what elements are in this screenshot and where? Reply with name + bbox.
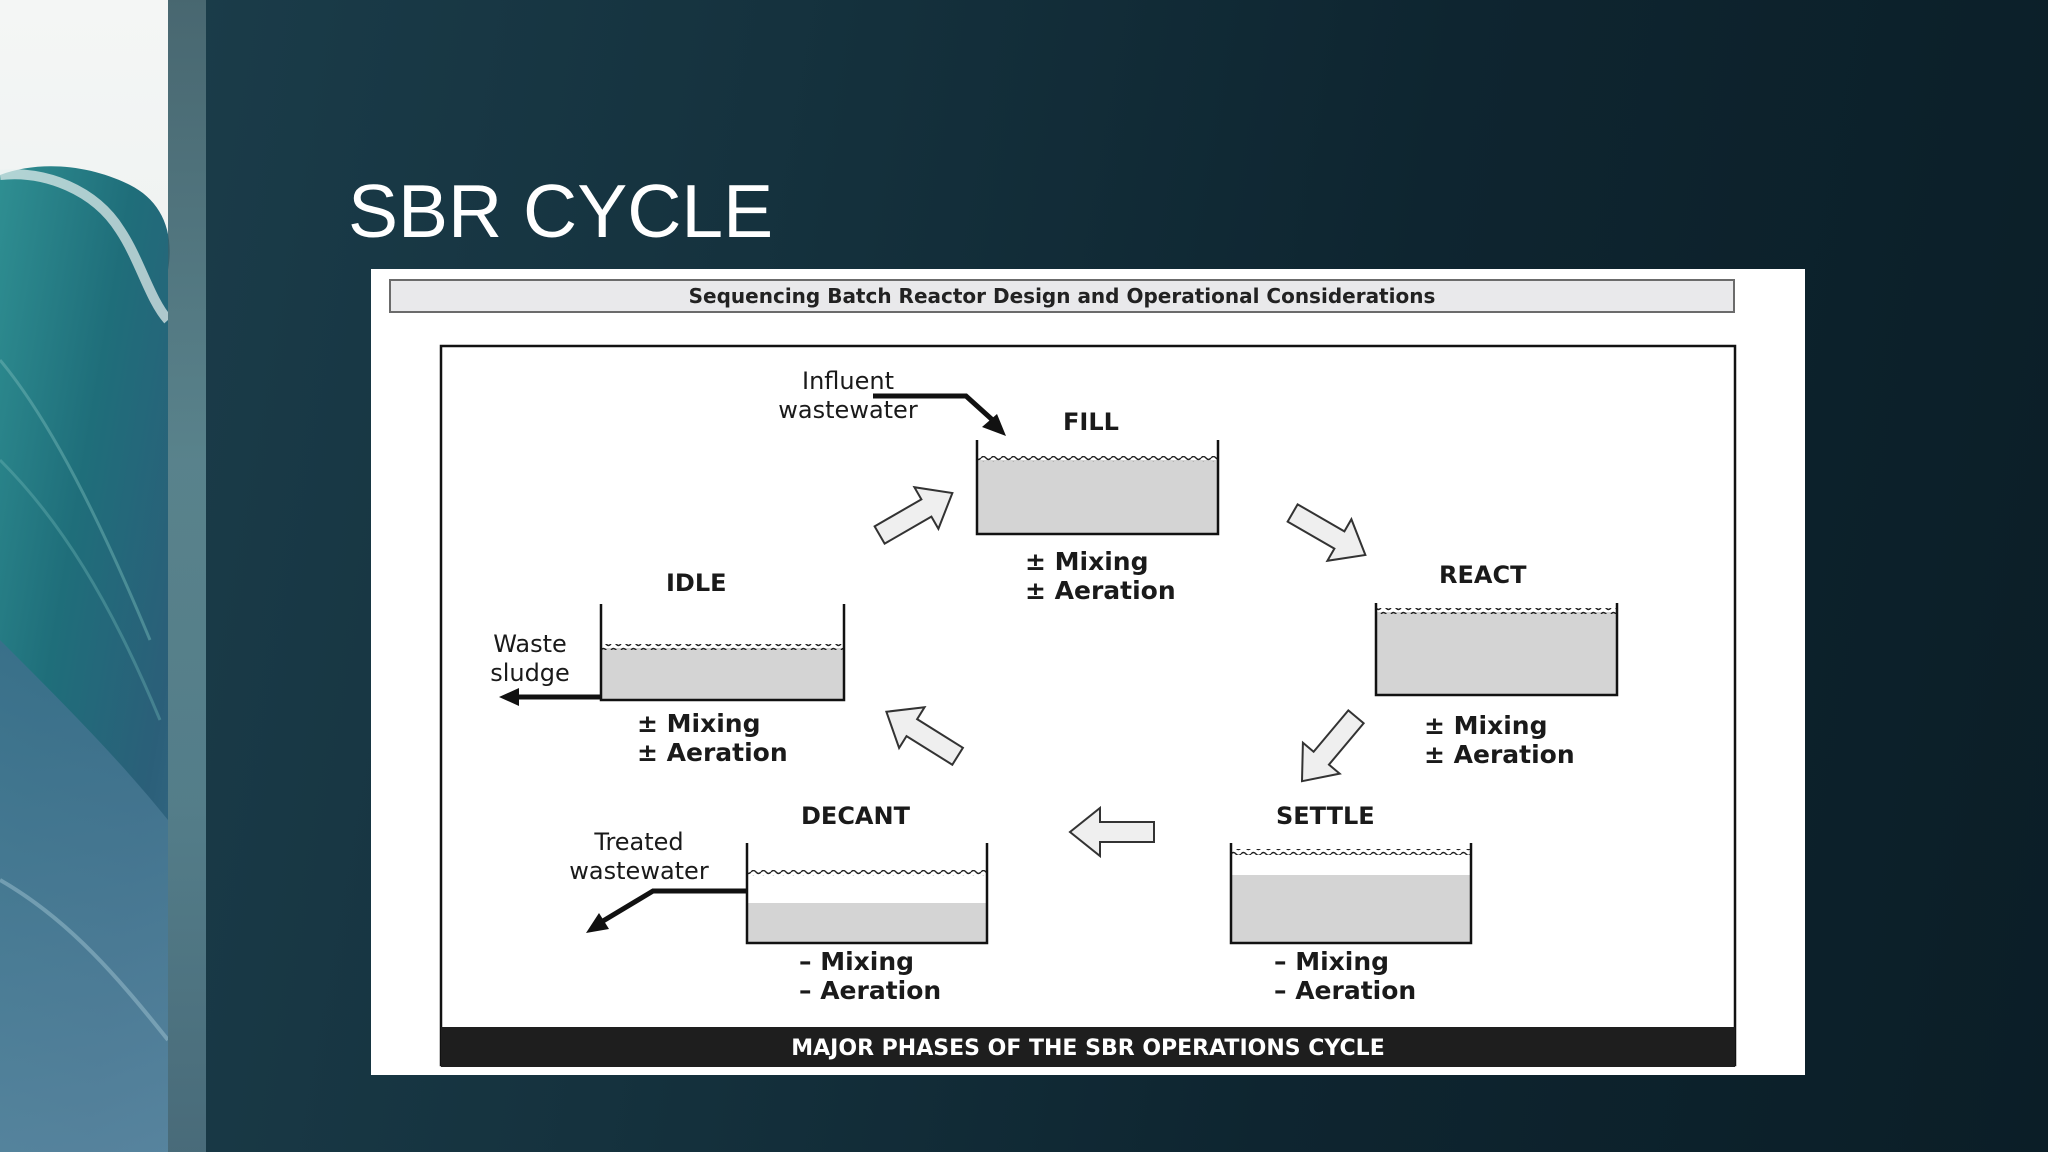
idle-tank [599,604,846,702]
caption-bar [441,1027,1735,1067]
decant-tank-surface [747,870,987,876]
cycle-arrow-settle-to-decant [1068,805,1155,859]
settle-mixing-label: – Mixing [1274,947,1389,976]
fill-mixing-label: ± Mixing [1025,547,1149,576]
wave-strip-overlay [168,0,206,1152]
waste-label-line1: Waste [493,630,567,658]
settle-tank-surface [1231,849,1471,855]
treated-arrow [586,888,747,933]
treated-label-line1: Treated [593,828,683,856]
fill-phase-label: FILL [1063,408,1119,436]
decant-phase-label: DECANT [801,802,911,830]
decant-aeration-label: – Aeration [799,976,941,1005]
fill-aeration-label: ± Aeration [1025,576,1176,605]
cycle-arrow-idle-to-fill [873,485,954,546]
fill-tank-surface [977,456,1218,462]
idle-tank-liquid [601,648,844,700]
cycle-arrow-fill-to-react [1286,502,1367,563]
slide-title: SBR CYCLE [348,169,774,253]
settle-aeration-label: – Aeration [1274,976,1416,1005]
react-mixing-label: ± Mixing [1424,711,1548,740]
idle-aeration-label: ± Aeration [637,738,788,767]
react-aeration-label: ± Aeration [1424,740,1575,769]
react-tank-liquid [1376,612,1617,695]
waste-label-line2: sludge [490,659,570,687]
sbr-cycle-diagram: MAJOR PHASES OF THE SBR OPERATIONS CYCLE… [439,344,1737,1067]
react-phase-label: REACT [1439,561,1527,589]
waste-sludge-arrow [499,688,601,706]
decant-tank-sludge [747,903,987,943]
influent-label-line2: wastewater [778,396,918,424]
sbr-figure: Sequencing Batch Reactor Design and Oper… [371,269,1805,1075]
cycle-arrow-decant-to-idle [885,706,965,767]
settle-tank-sludge [1231,875,1471,943]
idle-mixing-label: ± Mixing [637,709,761,738]
decant-mixing-label: – Mixing [799,947,914,976]
ocean-wave-image [0,0,206,1152]
decant-tank [745,843,989,945]
fill-tank [975,440,1220,536]
fill-tank-liquid [977,460,1218,534]
idle-tank-surface [601,644,844,650]
treated-label-line2: wastewater [569,857,709,885]
settle-phase-label: SETTLE [1276,802,1375,830]
influent-label-line1: Influent [802,367,894,395]
cycle-arrow-react-to-settle [1300,708,1366,783]
diagram-frame [439,344,1737,1067]
idle-phase-label: IDLE [666,569,727,597]
settle-tank [1229,843,1473,945]
figure-header: Sequencing Batch Reactor Design and Oper… [389,279,1735,313]
caption-text: MAJOR PHASES OF THE SBR OPERATIONS CYCLE [791,1036,1384,1061]
react-tank [1374,603,1619,697]
react-tank-surface [1376,608,1617,614]
influent-arrow [873,393,1006,436]
